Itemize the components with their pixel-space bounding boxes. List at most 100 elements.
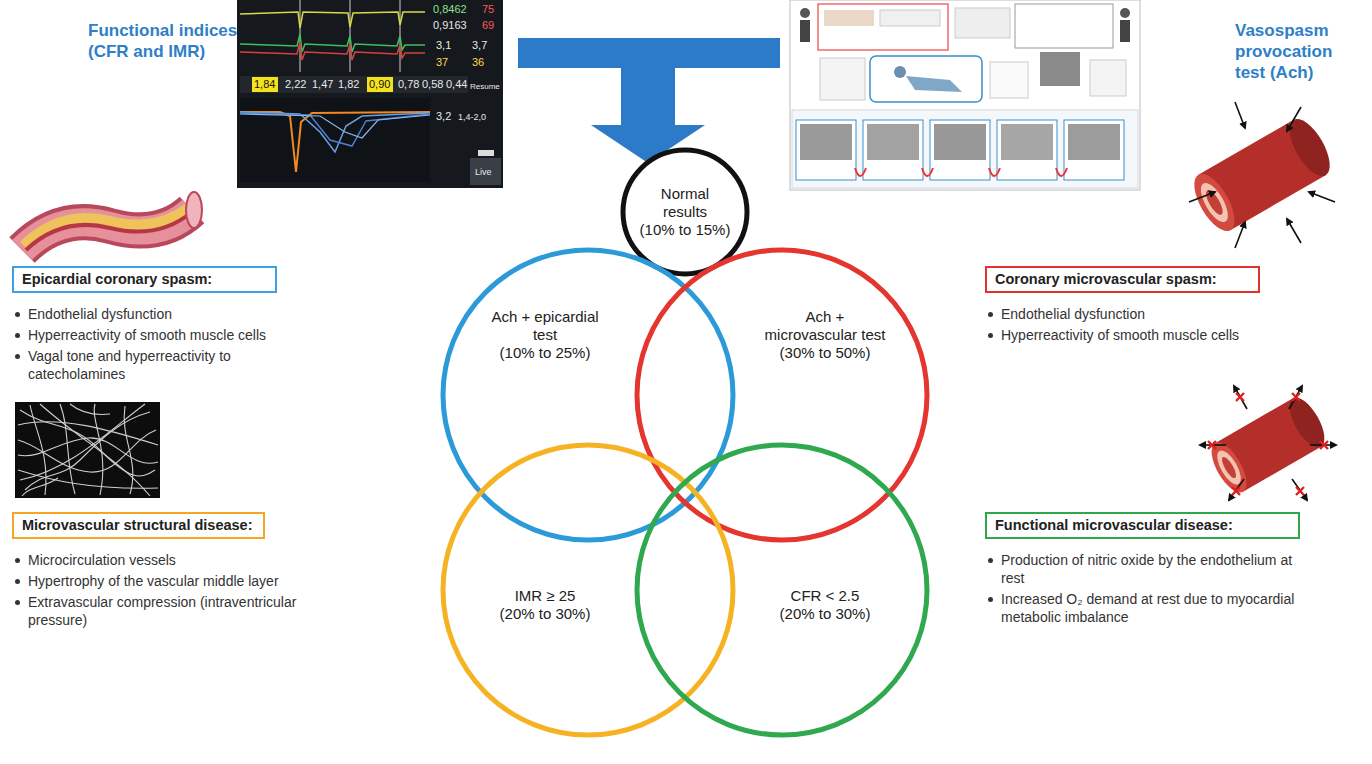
artery-illustration-part [26, 212, 192, 250]
protocol-flowchart-image-part [906, 76, 962, 92]
monitor-value: 0,44 [446, 78, 467, 91]
protocol-flowchart-image-part [922, 168, 933, 176]
protocol-flowchart-image-part [955, 8, 1010, 38]
bullet-item: Microcirculation vessels [12, 551, 312, 569]
monitor-value: 1,82 [338, 78, 359, 91]
pressure-wire-monitor-part [240, 76, 468, 93]
monitor-value: 0,58 [422, 78, 443, 91]
protocol-flowchart-image-part [863, 120, 923, 180]
monitor-value: 2,22 [285, 78, 306, 91]
pressure-wire-monitor-part [240, 98, 430, 182]
bullet-item: Hypertrophy of the vascular middle layer [12, 572, 312, 590]
section-title: Functional indices (CFR and IMR) [88, 20, 248, 62]
circle-outline [633, 246, 931, 544]
venn-circle: IMR ≥ 25(20% to 30%) [439, 441, 737, 739]
monitor-value: 0,78 [398, 78, 419, 91]
monitor-value: 0,8462 [433, 3, 467, 16]
microvasculature-image [15, 402, 160, 498]
dilation-vessel-illustration-part [1200, 386, 1336, 500]
protocol-flowchart-image-part [790, 0, 1140, 190]
monitor-value: 1,4-2,0 [458, 111, 486, 124]
protocol-flowchart-image-part [930, 120, 990, 180]
microvasculature-image-part [15, 402, 160, 498]
dilation-vessel-illustration-part-part [1289, 386, 1302, 409]
pressure-wire-monitor-part [240, 34, 425, 52]
monitor-value: 75 [482, 3, 494, 16]
protocol-flowchart-image-part [1001, 124, 1053, 160]
microvasculature-image-part-part [70, 404, 110, 415]
microvasculature-image-part-part [40, 404, 150, 496]
circle-outline-part [637, 445, 927, 735]
microvasculature-image-part-part [20, 404, 145, 480]
percentage-range: (10% to 15%) [633, 221, 737, 239]
circle-outline [439, 441, 737, 739]
dilation-vessel-illustration-part-part [1213, 447, 1246, 488]
merge-arrow [518, 38, 780, 163]
pressure-wire-monitor-part [240, 112, 430, 152]
circle-text-group: Normal results(10% to 15%) [633, 185, 737, 239]
circle-label: Ach + microvascular test [759, 308, 891, 344]
dilation-vessel-illustration-part-part [1236, 393, 1244, 401]
circle-label: Ach + epicardial test [489, 308, 601, 344]
circle-outline [439, 246, 737, 544]
box-heading: Epicardial coronary spasm: [12, 266, 277, 293]
circle-text-group: IMR ≥ 25(20% to 30%) [489, 587, 601, 623]
protocol-flowchart-image-part [1120, 20, 1130, 42]
info-box: Coronary microvascular spasm:Endothelial… [985, 266, 1305, 344]
protocol-flowchart-image-part [990, 62, 1028, 98]
monitor-value: 1,47 [312, 78, 333, 91]
bullet-item: Hyperreactivity of smooth muscle cells [985, 326, 1305, 344]
pressure-wire-monitor-part [237, 0, 503, 188]
protocol-flowchart-image-part [796, 120, 856, 180]
bullet-item: Production of nitric oxide by the endoth… [985, 551, 1305, 587]
monitor-value: 0,90 [369, 78, 390, 91]
protocol-flowchart-image-part [1090, 60, 1126, 96]
monitor-value: 3,1 [436, 39, 451, 52]
dilation-vessel-illustration-part-part [1208, 441, 1216, 449]
spasm-vessel-illustration-part-part [1282, 113, 1338, 182]
monitor-button: Live [475, 166, 492, 179]
protocol-flowchart-image-part [1015, 4, 1113, 48]
dilation-vessel-illustration-part-part [1292, 393, 1300, 401]
pressure-wire-monitor-part [240, 113, 430, 146]
dilation-vessel-illustration-part-part [1234, 386, 1247, 409]
dilation-vessel-illustration-part-part [1296, 487, 1304, 495]
artery-illustration-part [186, 192, 202, 228]
info-box: Epicardial coronary spasm:Endothelial dy… [12, 266, 312, 383]
pressure-wire-monitor-part [240, 42, 425, 60]
protocol-flowchart-image-part [1056, 168, 1067, 176]
monitor-value: 0,9163 [433, 19, 467, 32]
spasm-vessel-illustration-part-part [1189, 192, 1215, 202]
dilation-vessel-illustration-part-part [1232, 487, 1240, 495]
spasm-vessel-illustration-part-part [1196, 179, 1234, 226]
artery-illustration [22, 192, 202, 250]
circle-outline-part [637, 250, 927, 540]
protocol-flowchart-image-part [1068, 124, 1120, 160]
circle-outline-part [443, 250, 733, 540]
protocol-flowchart-image-part [989, 168, 1000, 176]
venn-circle: CFR < 2.5(20% to 30%) [633, 441, 931, 739]
protocol-flowchart-image-part [855, 168, 866, 176]
protocol-flowchart-image-part [867, 124, 919, 160]
monitor-value: 3,2 [436, 110, 451, 123]
protocol-flowchart-image-part [800, 20, 810, 42]
microvasculature-image-part [18, 404, 158, 496]
microvasculature-image-part-part [60, 404, 75, 494]
dilation-vessel-illustration [1200, 386, 1336, 500]
protocol-flowchart-image-part [1064, 120, 1124, 180]
protocol-flowchart-image-part [820, 58, 865, 100]
protocol-flowchart-image-part [824, 10, 874, 26]
protocol-flowchart-image [790, 0, 1140, 190]
circle-text-group: Ach + microvascular test(30% to 50%) [759, 308, 891, 362]
protocol-flowchart-image-part [934, 124, 986, 160]
circle-outline-part [623, 150, 747, 274]
venn-circle: Ach + microvascular test(30% to 50%) [633, 246, 931, 544]
monitor-value: 37 [436, 56, 448, 69]
bullet-item: Increased O₂ demand at rest due to myoca… [985, 590, 1305, 626]
monitor-value: 69 [482, 19, 494, 32]
microvasculature-image-part-part [18, 438, 158, 463]
dilation-vessel-illustration-part-part [1205, 437, 1254, 497]
protocol-flowchart-image-part [1120, 8, 1130, 18]
